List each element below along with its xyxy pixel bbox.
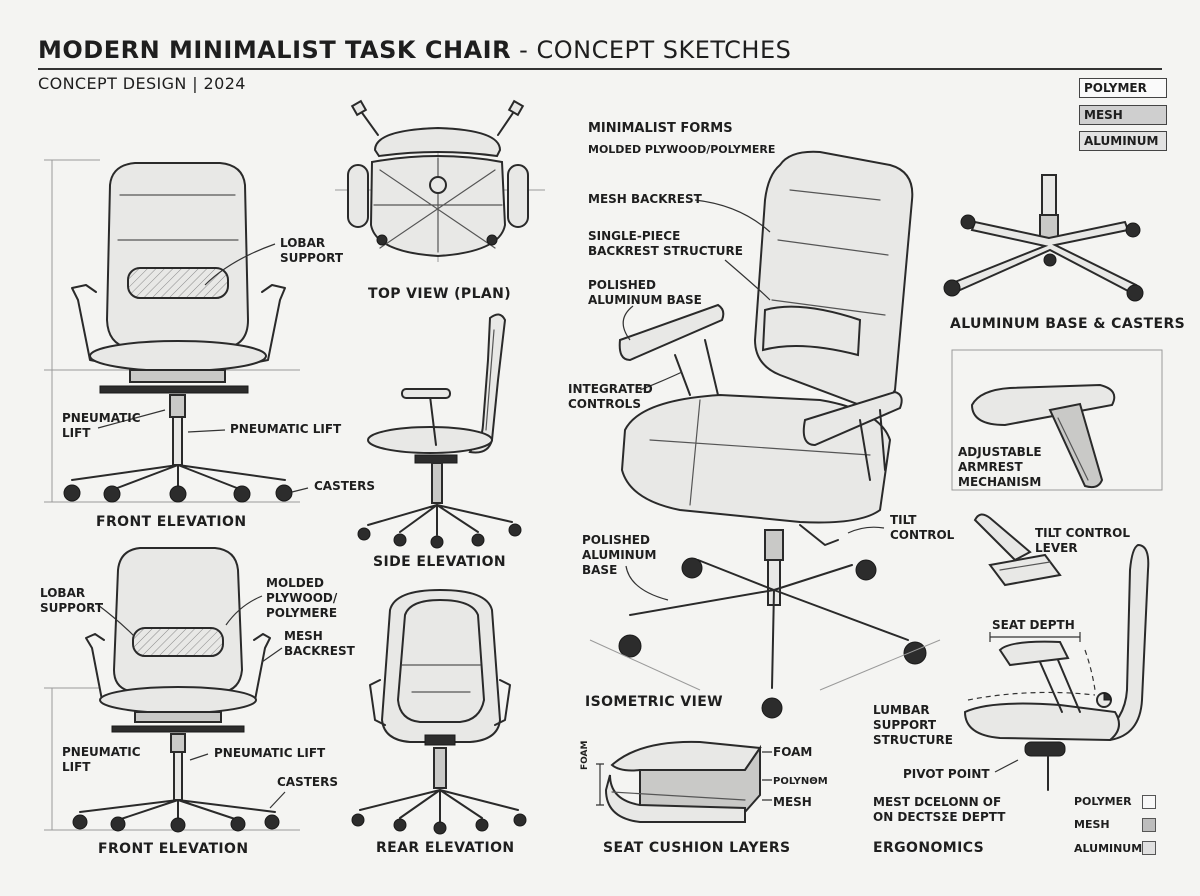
label-molded-plywood: MOLDED PLYWOOD/ POLYMERE — [266, 576, 338, 620]
legend-swatch-aluminum — [1142, 841, 1156, 855]
legend-swatch-polymer — [1142, 795, 1156, 809]
label-single-piece-backrest: SINGLE-PIECE BACKREST STRUCTURE — [588, 229, 743, 258]
label-tilt-control-lever: TILT CONTROL LEVER — [1035, 526, 1130, 555]
seat-cushion-drawing — [596, 742, 772, 822]
caption-seat-cushion-layers: SEAT CUSHION LAYERS — [603, 840, 791, 856]
label-molded-plywood-polymere: MOLDED PLYWOOD/POLYMERE — [588, 143, 776, 156]
label-casters: CASTERS — [314, 479, 376, 493]
label-lumbar-support: LOBAR SUPPORT — [280, 236, 344, 265]
side-elevation-drawing — [358, 314, 521, 548]
label-pneumatic-lift-left-2: PNEUMATIC LIFT — [62, 745, 141, 774]
label-mest-dcelonn: MEST DCELONN OF ON DECTSΣE DEPTT — [873, 795, 1006, 824]
page-subtitle: CONCEPT DESIGN | 2024 — [38, 74, 246, 93]
label-seat-depth: SEAT DEPTH — [992, 618, 1075, 632]
caption-front-elevation-2: FRONT ELEVATION — [98, 841, 249, 857]
material-chip-mesh: MESH — [1079, 105, 1167, 125]
label-mesh: MESH — [773, 795, 812, 809]
label-pneumatic-lift-right-2: PNEUMATIC LIFT — [214, 746, 326, 760]
legend-swatch-mesh — [1142, 818, 1156, 832]
caption-top-view: TOP VIEW (PLAN) — [368, 286, 512, 302]
legend-label-polymer: POLYMER — [1074, 795, 1132, 808]
armrest-mechanism-drawing — [952, 350, 1162, 490]
label-integrated-controls: INTEGRATED CONTROLS — [568, 382, 653, 411]
top-view-drawing — [335, 101, 545, 262]
aluminum-base-drawing — [944, 175, 1143, 301]
material-chip-polymer: POLYMER — [1079, 78, 1167, 98]
title-bold: MODERN MINIMALIST TASK CHAIR — [38, 36, 512, 64]
label-pneumatic-lift-right: PNEUMATIC LIFT — [230, 422, 342, 436]
label-casters-2: CASTERS — [277, 775, 339, 789]
caption-ergonomics: ERGONOMICS — [873, 840, 985, 856]
caption-rear-elevation: REAR ELEVATION — [376, 840, 515, 856]
label-polynom: POLYNΘM — [773, 776, 828, 787]
header-divider — [38, 68, 1162, 70]
front-elevation-2-drawing — [44, 548, 300, 832]
tilt-lever-drawing — [975, 514, 1060, 585]
caption-front-elevation-1: FRONT ELEVATION — [96, 514, 247, 530]
label-pivot-point: PIVOT POINT — [903, 767, 990, 781]
legend-label-mesh: MESH — [1074, 818, 1110, 831]
caption-side-elevation: SIDE ELEVATION — [373, 554, 507, 570]
label-foam: FOAM — [773, 745, 813, 759]
legend-label-aluminum: ALUMINUM — [1074, 842, 1143, 855]
label-mesh-backrest-iso: MESH BACKREST — [588, 192, 702, 206]
label-lumbar-support-2: LOBAR SUPPORT — [40, 586, 104, 615]
front-elevation-1-drawing — [44, 160, 308, 502]
material-chip-aluminum: ALUMINUM — [1079, 131, 1167, 151]
caption-aluminum-base: ALUMINUM BASE & CASTERS — [950, 316, 1186, 332]
label-minimalist-forms: MINIMALIST FORMS — [588, 121, 733, 136]
isometric-view-drawing — [590, 152, 940, 718]
label-polished-aluminum-base-bottom: POLISHED ALUMINUM BASE — [582, 533, 657, 577]
label-foam-side: FOAM — [580, 740, 590, 770]
label-mesh-backrest: MESH BACKREST — [284, 629, 355, 658]
rear-elevation-drawing — [352, 590, 526, 834]
label-adjustable-armrest: ADJUSTABLE ARMREST MECHANISM — [958, 445, 1042, 489]
ergonomics-drawing — [965, 545, 1148, 790]
title-rest: - CONCEPT SKETCHES — [511, 36, 792, 64]
label-tilt-control: TILT CONTROL — [890, 513, 955, 542]
caption-isometric-view: ISOMETRIC VIEW — [585, 694, 724, 710]
label-pneumatic-lift-left: PNEUMATIC LIFT — [62, 411, 141, 440]
label-lumbar-support-structure: LUMBAR SUPPORT STRUCTURE — [873, 703, 953, 747]
page-title: MODERN MINIMALIST TASK CHAIR - CONCEPT S… — [38, 36, 791, 64]
label-polished-aluminum-base-top: POLISHED ALUMINUM BASE — [588, 278, 702, 307]
